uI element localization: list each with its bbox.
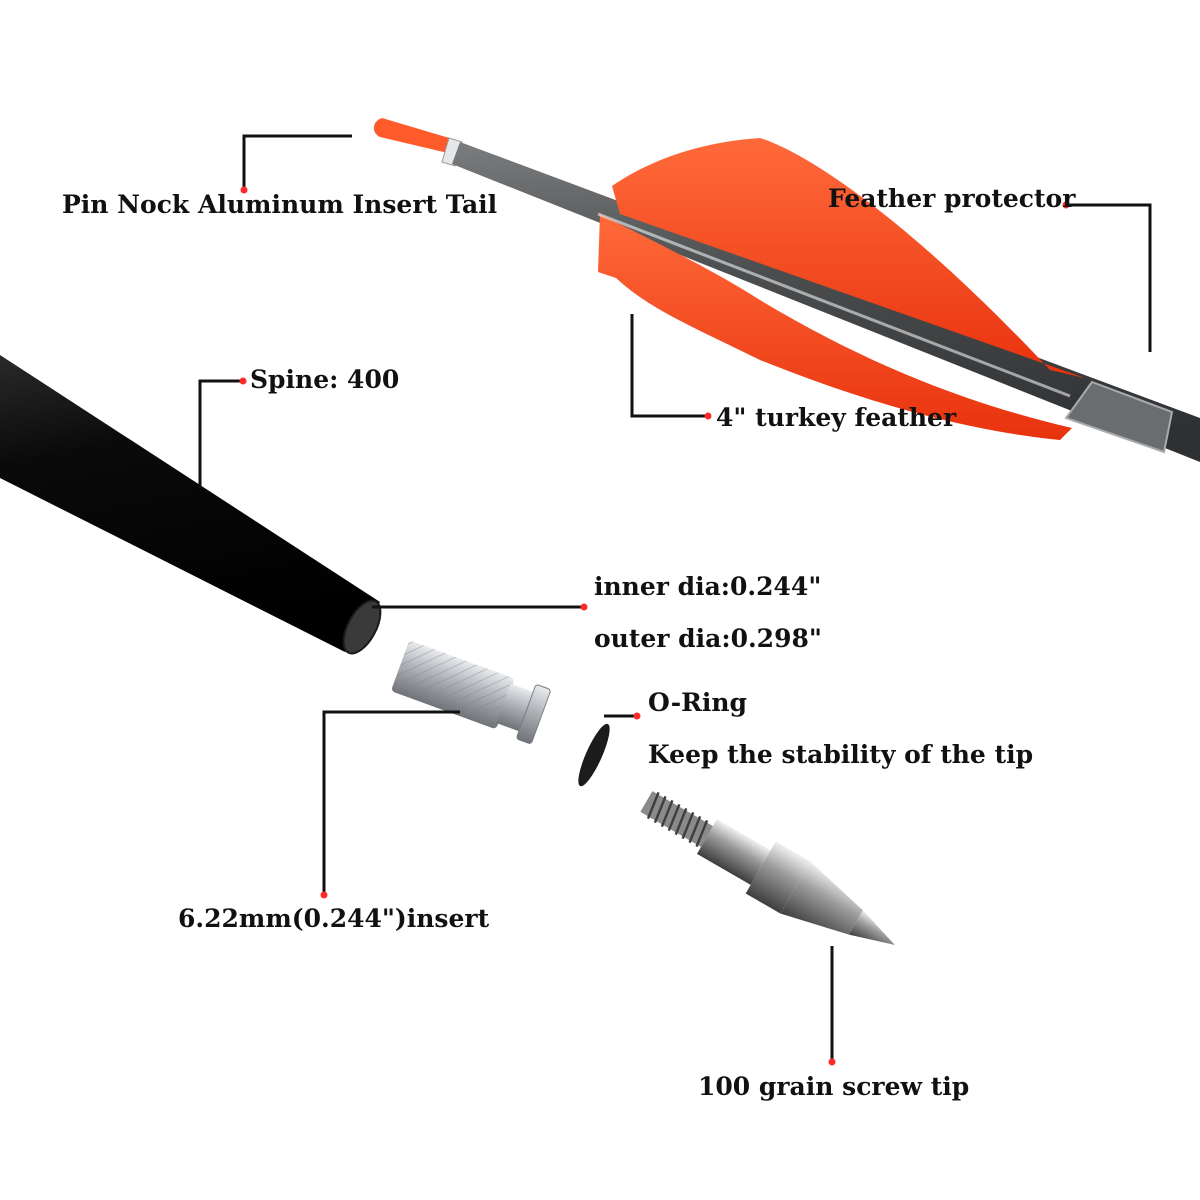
dot-turkey	[704, 412, 712, 420]
feather-protector-wrap	[1064, 380, 1174, 454]
label-turkey-feather: 4" turkey feather	[716, 403, 957, 432]
leader-lines	[198, 134, 1152, 1062]
shaft-end	[342, 599, 382, 655]
dot-spine	[239, 377, 247, 385]
screw-tip	[640, 791, 895, 945]
dot-pin-nock	[240, 186, 248, 194]
indicator-dots	[239, 186, 1070, 1066]
label-insert: 6.22mm(0.244")insert	[178, 904, 490, 933]
label-spine: Spine: 400	[250, 365, 400, 394]
label-outer-dia: outer dia:0.298"	[594, 624, 822, 653]
label-screw-tip: 100 grain screw tip	[698, 1072, 970, 1101]
label-o-ring: O-Ring	[648, 688, 747, 717]
leader-spine	[198, 379, 243, 488]
leader-feather-protector	[1066, 203, 1152, 352]
dot-inner-dia	[580, 603, 588, 611]
dot-tip	[828, 1058, 836, 1066]
pin-nock	[373, 118, 456, 154]
dot-feather-protector	[1062, 201, 1070, 209]
label-feather-protector: Feather protector	[828, 184, 1076, 213]
o-ring	[578, 723, 610, 787]
aluminum-insert	[392, 641, 551, 744]
lower-feather	[598, 214, 1072, 440]
label-pin-nock: Pin Nock Aluminum Insert Tail	[62, 190, 498, 219]
dot-o-ring	[633, 712, 641, 720]
top-feather	[612, 138, 1085, 378]
fletched-shaft	[373, 118, 1200, 462]
label-o-ring-description: Keep the stability of the tip	[648, 740, 1034, 769]
leader-pin-nock	[242, 134, 352, 190]
dot-insert	[320, 891, 328, 899]
leader-turkey	[630, 314, 708, 418]
label-inner-dia: inner dia:0.244"	[594, 572, 822, 601]
black-shaft	[0, 355, 382, 655]
leader-insert	[322, 710, 460, 895]
